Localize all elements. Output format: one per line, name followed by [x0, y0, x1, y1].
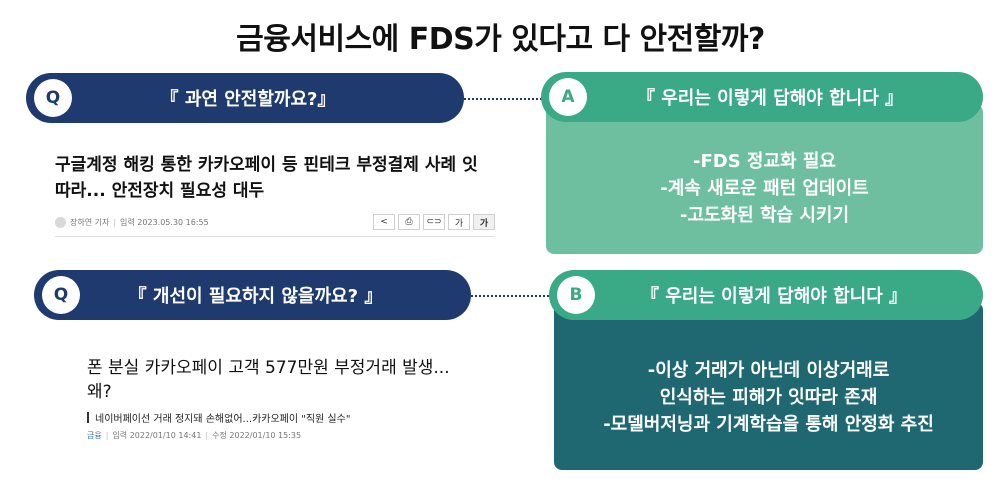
- article-1-meta-row: 장하연 기자 | 입력 2023.05.30 16:55 < ⎙ ⊂⊃ 가 가: [55, 212, 495, 232]
- article-1-headline: 구글계정 해킹 통한 카카오페이 등 핀테크 부정결제 사례 잇 따라... 안…: [55, 155, 478, 201]
- article-2: 폰 분실 카카오페이 고객 577만원 부정거래 발생... 왜?: [87, 356, 497, 404]
- answer-1-pill: A 『 우리는 이렇게 답해야 합니다 』: [541, 72, 983, 122]
- answer-1-box: -FDS 정교화 필요 -계속 새로운 패턴 업데이트 -고도화된 학습 시키기: [546, 104, 983, 254]
- answer-1-line-3: -고도화된 학습 시키기: [679, 204, 850, 226]
- article-2-subheadline: 네이버페이선 거래 정지돼 손해없어...카카오페이 "직원 실수": [95, 414, 351, 425]
- answer-2-label: 『 우리는 이렇게 답해야 합니다 』: [640, 286, 908, 307]
- answer-1-line-1: -FDS 정교화 필요: [692, 150, 836, 172]
- answer-2-pill: B 『 우리는 이렇게 답해야 합니다 』: [549, 270, 983, 320]
- link-icon[interactable]: ⊂⊃: [423, 214, 445, 230]
- answer-1-label: 『 우리는 이렇게 답해야 합니다 』: [636, 88, 904, 109]
- answer-2-line-1: -이상 거래가 아닌데 이상거래로: [647, 359, 890, 381]
- answer-1-badge: A: [549, 78, 587, 116]
- font-increase-button[interactable]: 가: [473, 214, 495, 230]
- article-1-toolbar: < ⎙ ⊂⊃ 가 가: [370, 214, 495, 230]
- article-1-divider: [55, 236, 495, 237]
- article-2-date-modified: 수정 2022/01/10 15:35: [212, 431, 302, 440]
- author-avatar: [55, 216, 66, 228]
- article-2-subheadline-row: 네이버페이선 거래 정지돼 손해없어...카카오페이 "직원 실수": [87, 410, 497, 425]
- answer-1-line-2: -계속 새로운 패턴 업데이트: [660, 177, 869, 199]
- question-1-pill: Q 『 과연 안전할까요?』: [26, 73, 464, 123]
- answer-2-box: -이상 거래가 아닌데 이상거래로 인식하는 피해가 잇따라 존재 -모델버저닝…: [554, 302, 983, 470]
- print-icon[interactable]: ⎙: [398, 214, 420, 230]
- article-2-date-input: 입력 2022/01/10 14:41: [112, 431, 202, 440]
- question-1-badge: Q: [34, 79, 72, 117]
- connector-line-2: [471, 295, 553, 297]
- article-1-date: 입력 2023.05.30 16:55: [120, 217, 209, 227]
- article-1: 구글계정 해킹 통한 카카오페이 등 핀테크 부정결제 사례 잇 따라... 안…: [55, 152, 505, 204]
- article-1-author: 장하연 기자: [70, 217, 110, 227]
- question-2-pill: Q 『 개선이 필요하지 않을까요? 』: [34, 270, 471, 320]
- question-2-badge: Q: [42, 276, 80, 314]
- answer-2-line-2: 인식하는 피해가 잇따라 존재: [659, 386, 878, 408]
- page-title: 금융서비스에 FDS가 있다고 다 안전할까?: [236, 22, 765, 57]
- answer-2-line-3: -모델버저닝과 기계학습을 통해 안정화 추진: [603, 413, 934, 435]
- question-1-label: 『 과연 안전할까요?』: [160, 89, 336, 110]
- question-2-label: 『 개선이 필요하지 않을까요? 』: [128, 286, 383, 307]
- share-icon[interactable]: <: [373, 214, 395, 230]
- article-2-headline: 폰 분실 카카오페이 고객 577만원 부정거래 발생... 왜?: [87, 358, 450, 402]
- connector-line-1: [464, 98, 546, 100]
- answer-2-badge: B: [557, 276, 595, 314]
- font-decrease-button[interactable]: 가: [448, 214, 470, 230]
- article-2-meta-row: 금융 | 입력 2022/01/10 14:41 | 수정 2022/01/10…: [87, 431, 302, 440]
- subheadline-bar: [87, 412, 89, 423]
- article-2-section[interactable]: 금융: [87, 431, 102, 440]
